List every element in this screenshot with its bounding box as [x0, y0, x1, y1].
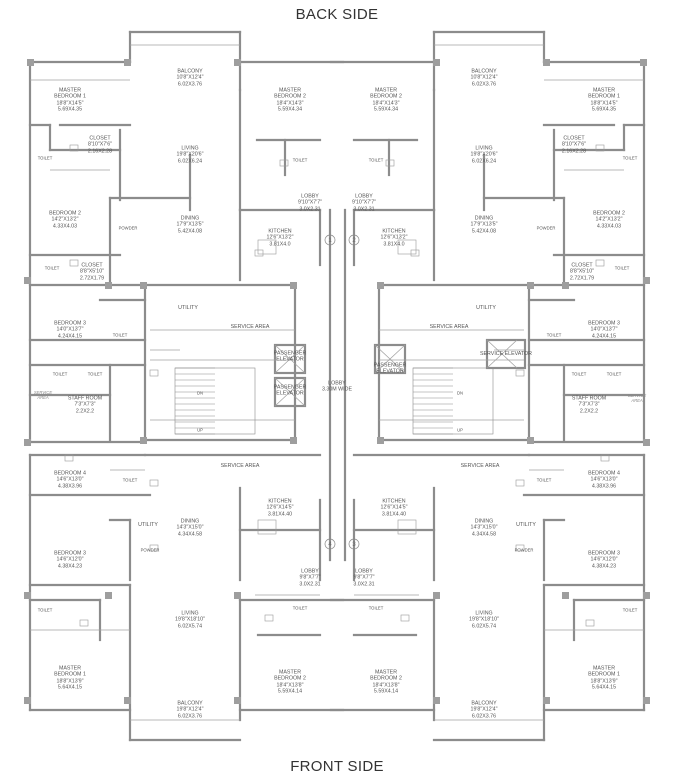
- back-side-title: BACK SIDE: [295, 6, 379, 23]
- elevator-shaft: [273, 343, 307, 375]
- structural-column: [643, 697, 650, 704]
- structural-column: [24, 697, 31, 704]
- stair-marker-circle: [348, 234, 360, 246]
- fixture-basin: [254, 249, 264, 257]
- structural-column: [527, 282, 534, 289]
- fixture-basin: [264, 614, 274, 622]
- fixture-basin: [79, 619, 89, 627]
- fixture-basin: [515, 369, 525, 377]
- structural-column: [643, 277, 650, 284]
- structural-column: [140, 282, 147, 289]
- fixture-basin: [515, 479, 525, 487]
- structural-column: [105, 282, 112, 289]
- wall-lines: [28, 30, 646, 742]
- fixture-basin: [149, 369, 159, 377]
- stair-marker-label: 4: [328, 542, 332, 548]
- staircases: [174, 367, 494, 435]
- fixture-basin: [595, 144, 605, 152]
- stair-markers: 1 2 4 3: [324, 234, 360, 550]
- structural-column: [527, 437, 534, 444]
- fixture-basin: [279, 159, 289, 167]
- structural-columns: [24, 59, 650, 704]
- structural-column: [377, 282, 384, 289]
- fixture-basin: [69, 144, 79, 152]
- structural-column: [433, 697, 440, 704]
- structural-column: [290, 437, 297, 444]
- fixture-basin: [595, 259, 605, 267]
- fixture-basin: [410, 249, 420, 257]
- structural-column: [640, 59, 647, 66]
- stair-marker-circle: [324, 538, 336, 550]
- structural-column: [234, 697, 241, 704]
- fixture-basin: [69, 259, 79, 267]
- fixture-basin: [585, 619, 595, 627]
- thin-lines: [30, 44, 644, 721]
- stair-enclosure: [412, 367, 494, 435]
- fixture-basin: [149, 479, 159, 487]
- elevator-cross: [374, 344, 406, 374]
- structural-column: [543, 697, 550, 704]
- structural-column: [124, 59, 131, 66]
- stair-marker-label: 2: [352, 238, 356, 244]
- stair-marker-label: 3: [352, 542, 356, 548]
- structural-column: [433, 59, 440, 66]
- kitchen-hob: [257, 519, 277, 535]
- elevator-cross: [486, 339, 518, 369]
- fixture-basin: [600, 454, 610, 462]
- structural-column: [24, 277, 31, 284]
- structural-column: [643, 592, 650, 599]
- front-side-title: FRONT SIDE: [290, 758, 384, 775]
- fixture-basin: [64, 454, 74, 462]
- elevator-shaft: [373, 343, 407, 375]
- elevator-shaft: [485, 338, 527, 370]
- kitchen-hob: [257, 239, 277, 255]
- structural-column: [543, 59, 550, 66]
- kitchen-hob: [397, 239, 417, 255]
- structural-column: [433, 592, 440, 599]
- structural-column: [24, 592, 31, 599]
- stair-enclosure: [174, 367, 256, 435]
- fixtures: [64, 144, 610, 627]
- structural-column: [27, 59, 34, 66]
- stair-marker-label: 1: [328, 238, 332, 244]
- fixture-basin: [385, 159, 395, 167]
- fixture-basin: [149, 544, 159, 552]
- structural-column: [124, 697, 131, 704]
- elevator-shaft: [273, 376, 307, 408]
- elevator-cross: [274, 344, 306, 374]
- structural-column: [234, 592, 241, 599]
- kitchen-hob: [397, 519, 417, 535]
- structural-column: [140, 437, 147, 444]
- structural-column: [377, 437, 384, 444]
- structural-column: [24, 439, 31, 446]
- elevator-cross: [274, 377, 306, 407]
- fixture-basin: [400, 614, 410, 622]
- structural-column: [562, 592, 569, 599]
- stair-marker-circle: [348, 538, 360, 550]
- fixture-basin: [515, 544, 525, 552]
- structural-column: [234, 59, 241, 66]
- stair-marker-circle: [324, 234, 336, 246]
- structural-column: [105, 592, 112, 599]
- structural-column: [562, 282, 569, 289]
- structural-column: [290, 282, 297, 289]
- structural-column: [643, 439, 650, 446]
